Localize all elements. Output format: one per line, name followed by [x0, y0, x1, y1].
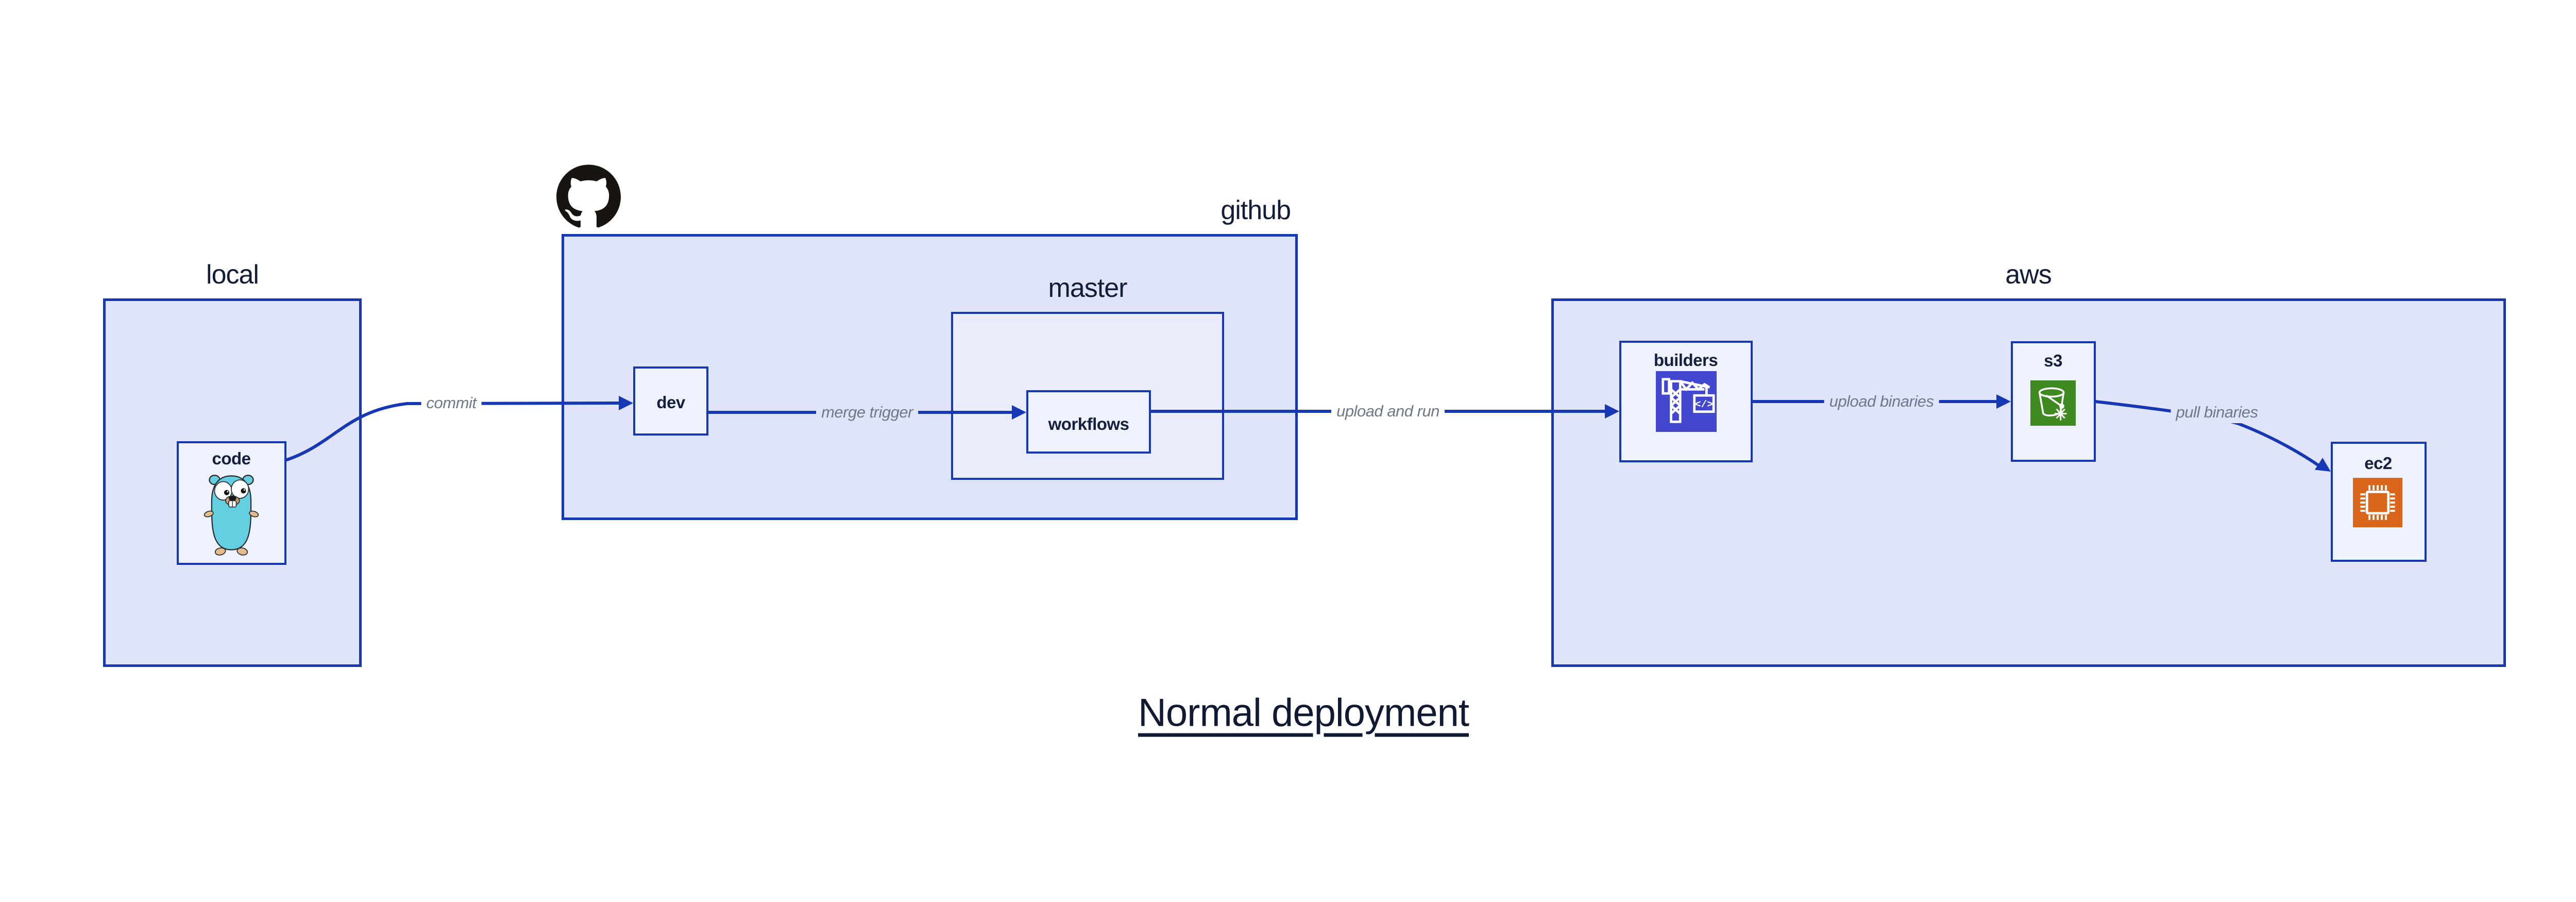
node-s3-label: s3 — [2044, 351, 2062, 370]
edge-merge-trigger-label: merge trigger — [816, 402, 918, 423]
codebuild-crane-icon: </> — [1656, 371, 1717, 432]
edge-upload-binaries-label: upload binaries — [1824, 391, 1939, 412]
group-aws-label: aws — [2005, 260, 2052, 290]
group-local-label: local — [206, 260, 259, 290]
node-dev-label: dev — [656, 393, 685, 412]
group-master-label: master — [1048, 273, 1128, 303]
edge-pull-binaries-label: pull binaries — [2171, 402, 2263, 423]
group-github-label: github — [1221, 195, 1291, 225]
node-workflows — [1026, 390, 1151, 454]
diagram-title: Normal deployment — [1138, 691, 1469, 735]
edge-upload-and-run-label: upload and run — [1331, 400, 1445, 422]
node-workflows-label: workflows — [1048, 414, 1129, 433]
ec2-chip-icon — [2353, 478, 2402, 527]
codebuild-code-glyph: </> — [1695, 399, 1713, 410]
s3-glacier-bucket-icon — [2030, 380, 2076, 426]
node-builders-label: builders — [1653, 350, 1718, 370]
node-ec2-label: ec2 — [2364, 454, 2392, 473]
node-dev — [633, 366, 708, 436]
node-code-label: code — [212, 449, 251, 468]
edge-commit-label: commit — [421, 392, 482, 414]
go-gopher-icon — [204, 474, 259, 556]
github-octocat-icon — [556, 164, 621, 228]
